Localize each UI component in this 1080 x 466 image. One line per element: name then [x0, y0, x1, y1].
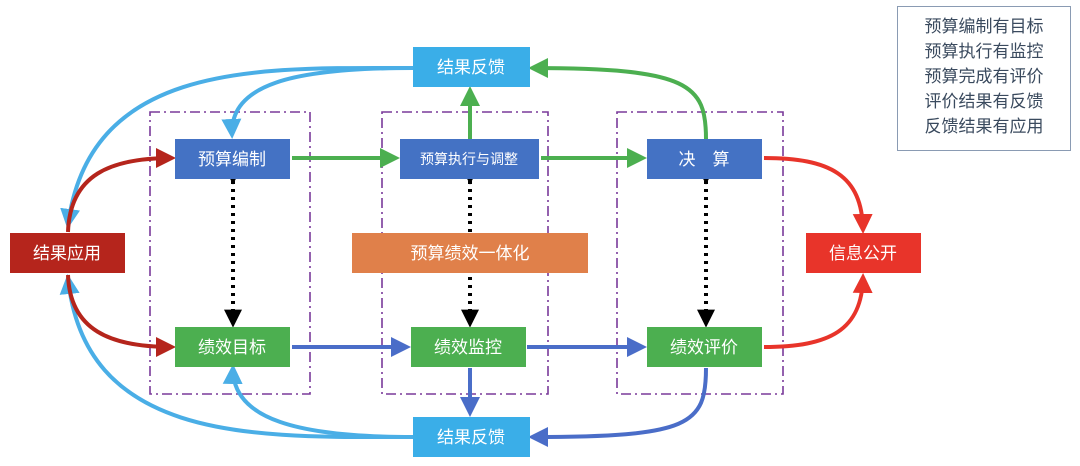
- integration-box: 预算绩效一体化: [352, 233, 588, 273]
- arrow-apply-to-compile: [66, 148, 176, 233]
- result-apply-label: 结果应用: [33, 244, 101, 264]
- feedback-bottom-label: 结果反馈: [437, 428, 505, 448]
- performance-goal-label: 绩效目标: [198, 338, 266, 358]
- legend-line: 预算完成有评价: [924, 67, 1044, 87]
- performance-monitor-box: 绩效监控: [411, 327, 526, 367]
- arrow-feedback-bottom-to-goal: [222, 364, 414, 439]
- budget-execute-box: 预算执行与调整: [400, 139, 539, 179]
- performance-eval-label: 绩效评价: [670, 338, 738, 358]
- arrow-apply-to-goal: [66, 274, 176, 357]
- budget-compile-label: 预算编制: [198, 150, 266, 170]
- feedback-top-box: 结果反馈: [413, 47, 530, 87]
- arrow-feedback-top-to-apply: [60, 65, 414, 229]
- arrow-eval-to-feedback-bottom: [528, 367, 708, 447]
- performance-eval-box: 绩效评价: [647, 327, 762, 367]
- arrow-feedback-bottom-to-apply: [59, 274, 414, 440]
- final-accounts-label: 决 算: [679, 150, 730, 170]
- integration-label: 预算绩效一体化: [411, 244, 530, 264]
- arrow-final-to-disclosure: [763, 156, 873, 234]
- legend-line: 反馈结果有应用: [924, 117, 1044, 137]
- group-frame-right: [616, 111, 784, 395]
- arrow-final-to-feedback-top: [528, 58, 708, 140]
- arrow-eval-to-disclosure: [763, 273, 873, 349]
- legend-box: 预算编制有目标 预算执行有监控 预算完成有评价 评价结果有反馈 反馈结果有应用: [897, 6, 1071, 151]
- legend-line: 预算编制有目标: [924, 17, 1044, 37]
- budget-execute-label: 预算执行与调整: [420, 152, 518, 168]
- info-disclosure-box: 信息公开: [806, 233, 921, 273]
- group-frame-left: [149, 111, 311, 395]
- feedback-bottom-box: 结果反馈: [413, 417, 530, 457]
- arrow-feedback-top-to-compile: [221, 66, 414, 139]
- performance-goal-box: 绩效目标: [175, 327, 290, 367]
- budget-compile-box: 预算编制: [175, 139, 290, 179]
- legend-line: 评价结果有反馈: [924, 92, 1044, 112]
- final-accounts-box: 决 算: [647, 139, 762, 179]
- result-apply-box: 结果应用: [10, 233, 125, 273]
- info-disclosure-label: 信息公开: [829, 244, 897, 264]
- feedback-top-label: 结果反馈: [437, 58, 505, 78]
- performance-monitor-label: 绩效监控: [434, 338, 502, 358]
- legend-line: 预算执行有监控: [924, 42, 1044, 62]
